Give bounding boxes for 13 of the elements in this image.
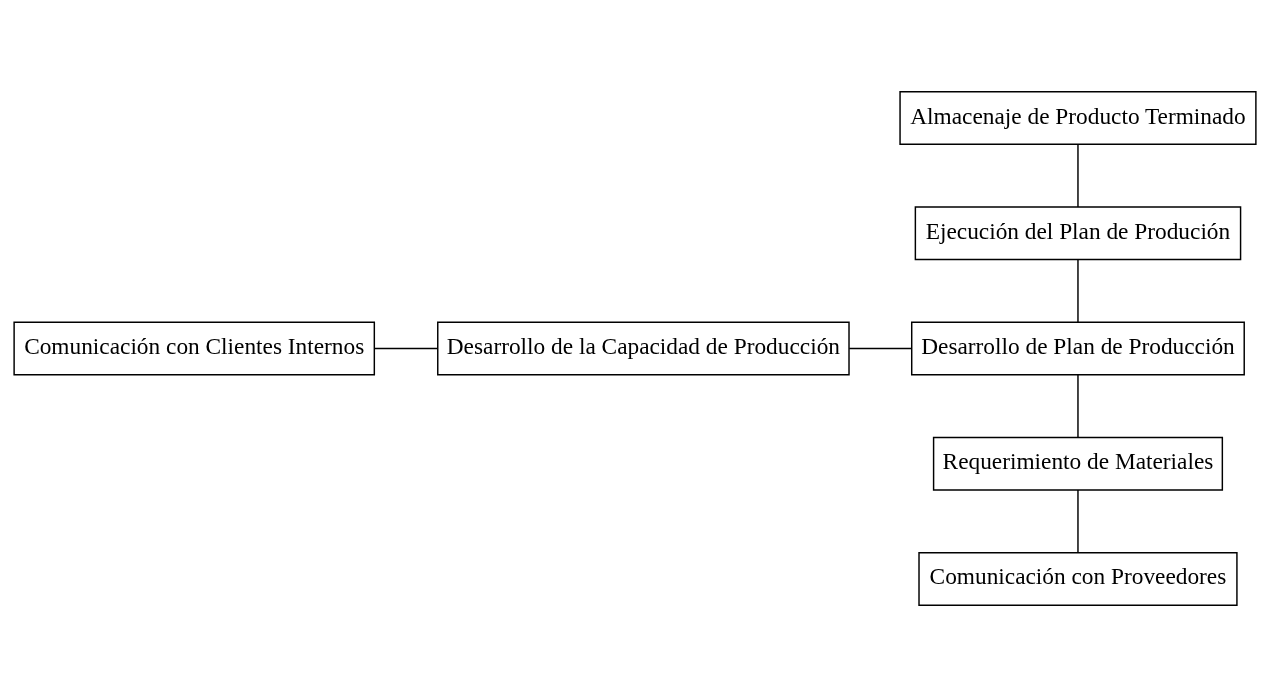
- connector: [373, 347, 439, 350]
- node-box: Requerimiento de Materiales: [932, 436, 1224, 491]
- node-box: Comunicación con Clientes Internos: [13, 321, 376, 376]
- node-box: Desarrollo de Plan de Producción: [911, 321, 1245, 376]
- node-box: Comunicación con Proveedores: [918, 551, 1238, 606]
- node-box: Almacenaje de Producto Terminado: [899, 91, 1257, 146]
- connector: [848, 347, 913, 350]
- connector: [1077, 258, 1079, 323]
- connector: [1077, 374, 1079, 439]
- connector: [1077, 143, 1079, 208]
- node-box: Desarrollo de la Capacidad de Producción: [437, 321, 850, 376]
- connector: [1077, 489, 1079, 554]
- node-box: Ejecución del Plan de Produción: [914, 206, 1242, 261]
